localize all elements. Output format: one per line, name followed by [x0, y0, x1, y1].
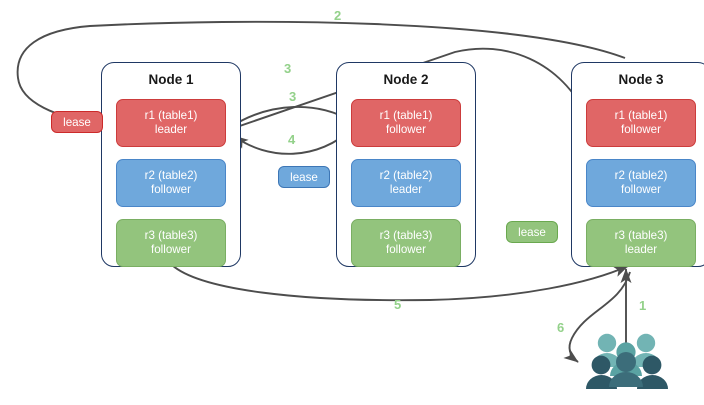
step-label-2: 2 — [334, 8, 342, 23]
replica-box-r3[interactable]: r3 (table3) follower — [351, 219, 461, 267]
replica-name: r1 (table1) — [379, 108, 433, 122]
replica-role: follower — [621, 123, 661, 136]
replica-name: r2 (table2) — [144, 168, 198, 182]
replica-name: r3 (table3) — [614, 228, 668, 242]
lease-badge-r3[interactable]: lease — [506, 221, 558, 243]
users-front-row — [586, 352, 668, 389]
node-card-3[interactable]: Node 3 r1 (table1) follower r2 (table2) … — [571, 62, 704, 267]
replica-role: follower — [386, 243, 426, 256]
replica-box-r1[interactable]: r1 (table1) follower — [351, 99, 461, 147]
node-title: Node 1 — [148, 72, 194, 87]
replica-role: follower — [151, 183, 191, 196]
replica-box-r1[interactable]: r1 (table1) leader — [116, 99, 226, 147]
replica-role: follower — [386, 123, 426, 136]
node-card-1[interactable]: Node 1 r1 (table1) leader r2 (table2) fo… — [101, 62, 241, 267]
replica-box-r2[interactable]: r2 (table2) follower — [586, 159, 696, 207]
replica-box-r3[interactable]: r3 (table3) leader — [586, 219, 696, 267]
node-card-2[interactable]: Node 2 r1 (table1) follower r2 (table2) … — [336, 62, 476, 267]
arrow-step-5 — [171, 264, 629, 302]
step-label-6: 6 — [557, 320, 565, 335]
step-label-4: 4 — [288, 132, 296, 147]
replica-role: leader — [389, 183, 423, 196]
replica-name: r1 (table1) — [144, 108, 198, 122]
replica-name: r2 (table2) — [614, 168, 668, 182]
replica-box-r2[interactable]: r2 (table2) leader — [351, 159, 461, 207]
step-label-1: 1 — [639, 298, 647, 313]
node-title: Node 2 — [383, 72, 429, 87]
step-label-3a: 3 — [284, 61, 292, 76]
lease-badge-r2[interactable]: lease — [278, 166, 330, 188]
node-title: Node 3 — [618, 72, 664, 87]
replica-name: r3 (table3) — [379, 228, 433, 242]
replica-role: leader — [154, 123, 188, 136]
step-label-5: 5 — [394, 297, 402, 312]
replica-role: follower — [151, 243, 191, 256]
replica-role: follower — [621, 183, 661, 196]
replica-role: leader — [624, 243, 658, 256]
replica-box-r1[interactable]: r1 (table1) follower — [586, 99, 696, 147]
replica-box-r2[interactable]: r2 (table2) follower — [116, 159, 226, 207]
replica-name: r3 (table3) — [144, 228, 198, 242]
lease-badge-r1[interactable]: lease — [51, 111, 103, 133]
replica-box-r3[interactable]: r3 (table3) follower — [116, 219, 226, 267]
arrow-step-2 — [16, 20, 626, 127]
replica-name: r1 (table1) — [614, 108, 668, 122]
arrow-step-6 — [563, 271, 631, 363]
step-label-3b: 3 — [289, 89, 297, 104]
replica-name: r2 (table2) — [379, 168, 433, 182]
